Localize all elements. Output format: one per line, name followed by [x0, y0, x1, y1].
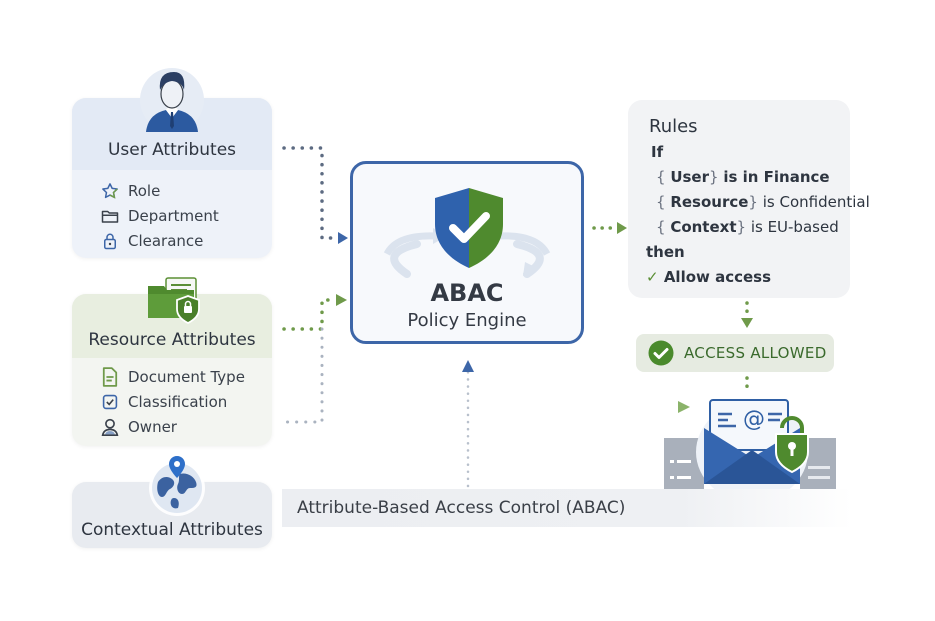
rule-condition: { Resource} is Confidential [656, 193, 870, 211]
list-item: Clearance [100, 228, 272, 253]
item-label: Owner [128, 417, 177, 436]
arrow-head-rules [617, 222, 627, 234]
arrow-head-resource [336, 294, 347, 306]
svg-text:@: @ [743, 407, 765, 432]
globe-pin-icon [146, 452, 208, 518]
list-item: Department [100, 203, 272, 228]
item-label: Classification [128, 392, 228, 411]
lock-icon [100, 231, 120, 251]
secure-folder-icon [146, 276, 206, 325]
rules-action-label: Allow access [663, 268, 772, 286]
item-label: Document Type [128, 367, 245, 386]
user-avatar-icon [136, 60, 208, 132]
rules-title: Rules [649, 116, 698, 137]
policy-engine-subtitle: Policy Engine [407, 310, 527, 331]
user-attributes-title: User Attributes [107, 140, 237, 160]
shield-check-icon [433, 186, 505, 270]
person-icon [100, 417, 120, 437]
rules-then-label: then [646, 243, 685, 261]
access-allowed-label: ACCESS ALLOWED [684, 344, 827, 362]
item-label: Role [128, 181, 161, 200]
connector-resource-lower [282, 327, 324, 424]
connector-user-engine [282, 146, 340, 240]
condition-subject: Context [670, 218, 737, 236]
policy-engine-title: ABAC [430, 279, 504, 307]
checkbox-icon [100, 392, 120, 412]
rule-condition: { Context} is EU-based [656, 218, 839, 236]
condition-subject: Resource [670, 193, 749, 211]
item-label: Department [128, 206, 219, 225]
list-item: Owner [100, 414, 272, 439]
check-circle-icon [648, 340, 674, 366]
document-icon [100, 366, 120, 387]
list-item: Role [100, 178, 272, 203]
condition-predicate: is in Finance [723, 168, 830, 186]
folder-icon [100, 206, 120, 226]
condition-predicate: is EU-based [750, 218, 839, 236]
star-icon [100, 181, 120, 201]
secure-email-icon: @ [664, 392, 840, 502]
diagram-title: Attribute-Based Access Control (ABAC) [297, 498, 626, 518]
diagram-title-bar: Attribute-Based Access Control (ABAC) [282, 489, 852, 527]
rules-panel: Rules If { User} is in Finance { Resourc… [628, 100, 870, 298]
list-item: Classification [100, 389, 272, 414]
rules-action: ✓ Allow access [646, 268, 771, 286]
check-icon: ✓ [646, 268, 659, 286]
access-allowed-badge: ACCESS ALLOWED [636, 334, 834, 372]
policy-engine-box: ABAC Policy Engine [350, 161, 584, 344]
connector-resource-engine [282, 298, 338, 331]
item-label: Clearance [128, 231, 204, 250]
condition-subject: User [670, 168, 709, 186]
list-item: Document Type [100, 364, 272, 389]
contextual-attributes-title: Contextual Attributes [81, 520, 263, 540]
condition-predicate: is Confidential [762, 193, 870, 211]
resource-attributes-title: Resource Attributes [88, 330, 256, 350]
rule-condition: { User} is in Finance [656, 168, 830, 186]
rules-if-label: If [651, 143, 664, 161]
arrow-head-user [338, 232, 348, 244]
